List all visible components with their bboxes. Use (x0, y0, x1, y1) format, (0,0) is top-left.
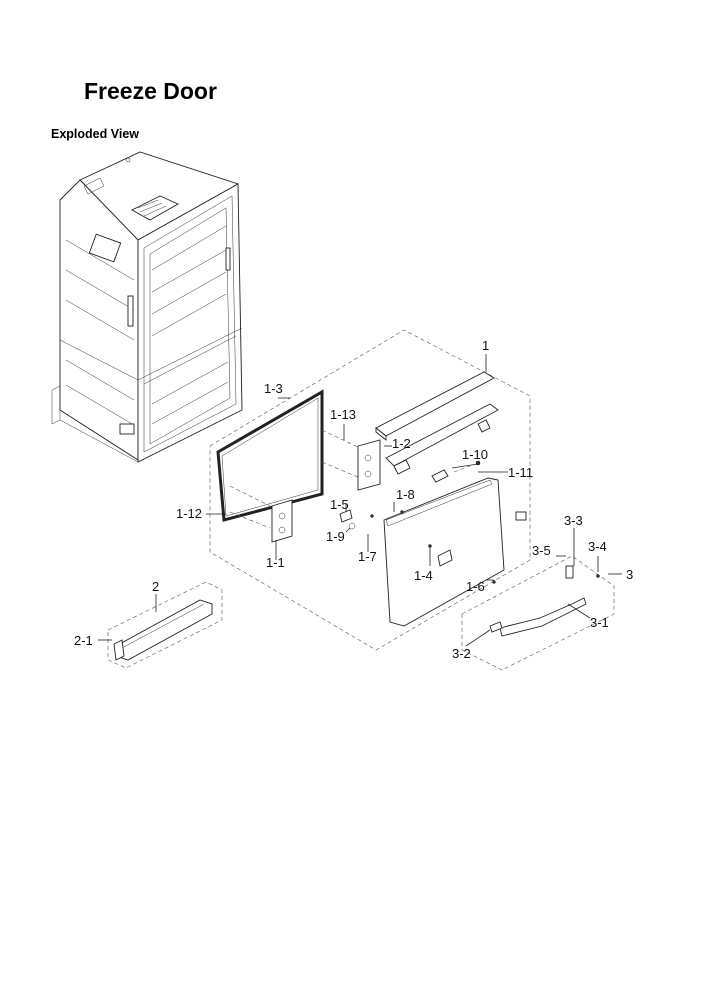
refrigerator-cabinet (51, 151, 243, 463)
callout-1-13: 1-13 (330, 407, 356, 422)
callout-3-2: 3-2 (452, 646, 471, 661)
door-assembly-outline (209, 329, 531, 651)
door-top-trim (375, 371, 495, 441)
callout-3-4: 3-4 (588, 539, 607, 554)
callout-1-3: 1-3 (264, 381, 283, 396)
callout-1-5: 1-5 (330, 497, 349, 512)
callout-1: 1 (482, 338, 489, 353)
page-title: Freeze Door (84, 78, 217, 104)
callout-1-7: 1-7 (358, 549, 377, 564)
leader-lines (98, 354, 622, 647)
callout-3-5: 3-5 (532, 543, 551, 558)
right-door-rail (321, 429, 381, 491)
callout-labels: 1 1-3 1-13 1-2 1-10 1-11 1-8 1-5 1-12 1-… (74, 338, 633, 661)
basket-assembly-outline (107, 581, 223, 669)
callout-1-1: 1-1 (266, 555, 285, 570)
callout-1-11: 1-11 (508, 465, 533, 480)
handle-assembly-outline (461, 555, 615, 671)
callout-3-1: 3-1 (590, 615, 609, 630)
callout-1-10: 1-10 (462, 447, 488, 462)
fastener-group (339, 509, 374, 546)
left-door-rail (229, 485, 293, 543)
door-gasket (216, 389, 324, 522)
door-handle-cap (385, 403, 499, 475)
callout-1-8: 1-8 (396, 487, 415, 502)
callout-2-1: 2-1 (74, 633, 93, 648)
small-clips (431, 460, 481, 483)
callout-3: 3 (626, 567, 633, 582)
callout-3-3: 3-3 (564, 513, 583, 528)
callout-1-12: 1-12 (176, 506, 202, 521)
callout-1-9: 1-9 (326, 529, 345, 544)
callout-1-4: 1-4 (414, 568, 433, 583)
callout-1-2: 1-2 (392, 436, 411, 451)
callout-2: 2 (152, 579, 159, 594)
door-panel (383, 477, 527, 627)
callout-1-6: 1-6 (466, 579, 485, 594)
section-subtitle: Exploded View (51, 127, 139, 141)
